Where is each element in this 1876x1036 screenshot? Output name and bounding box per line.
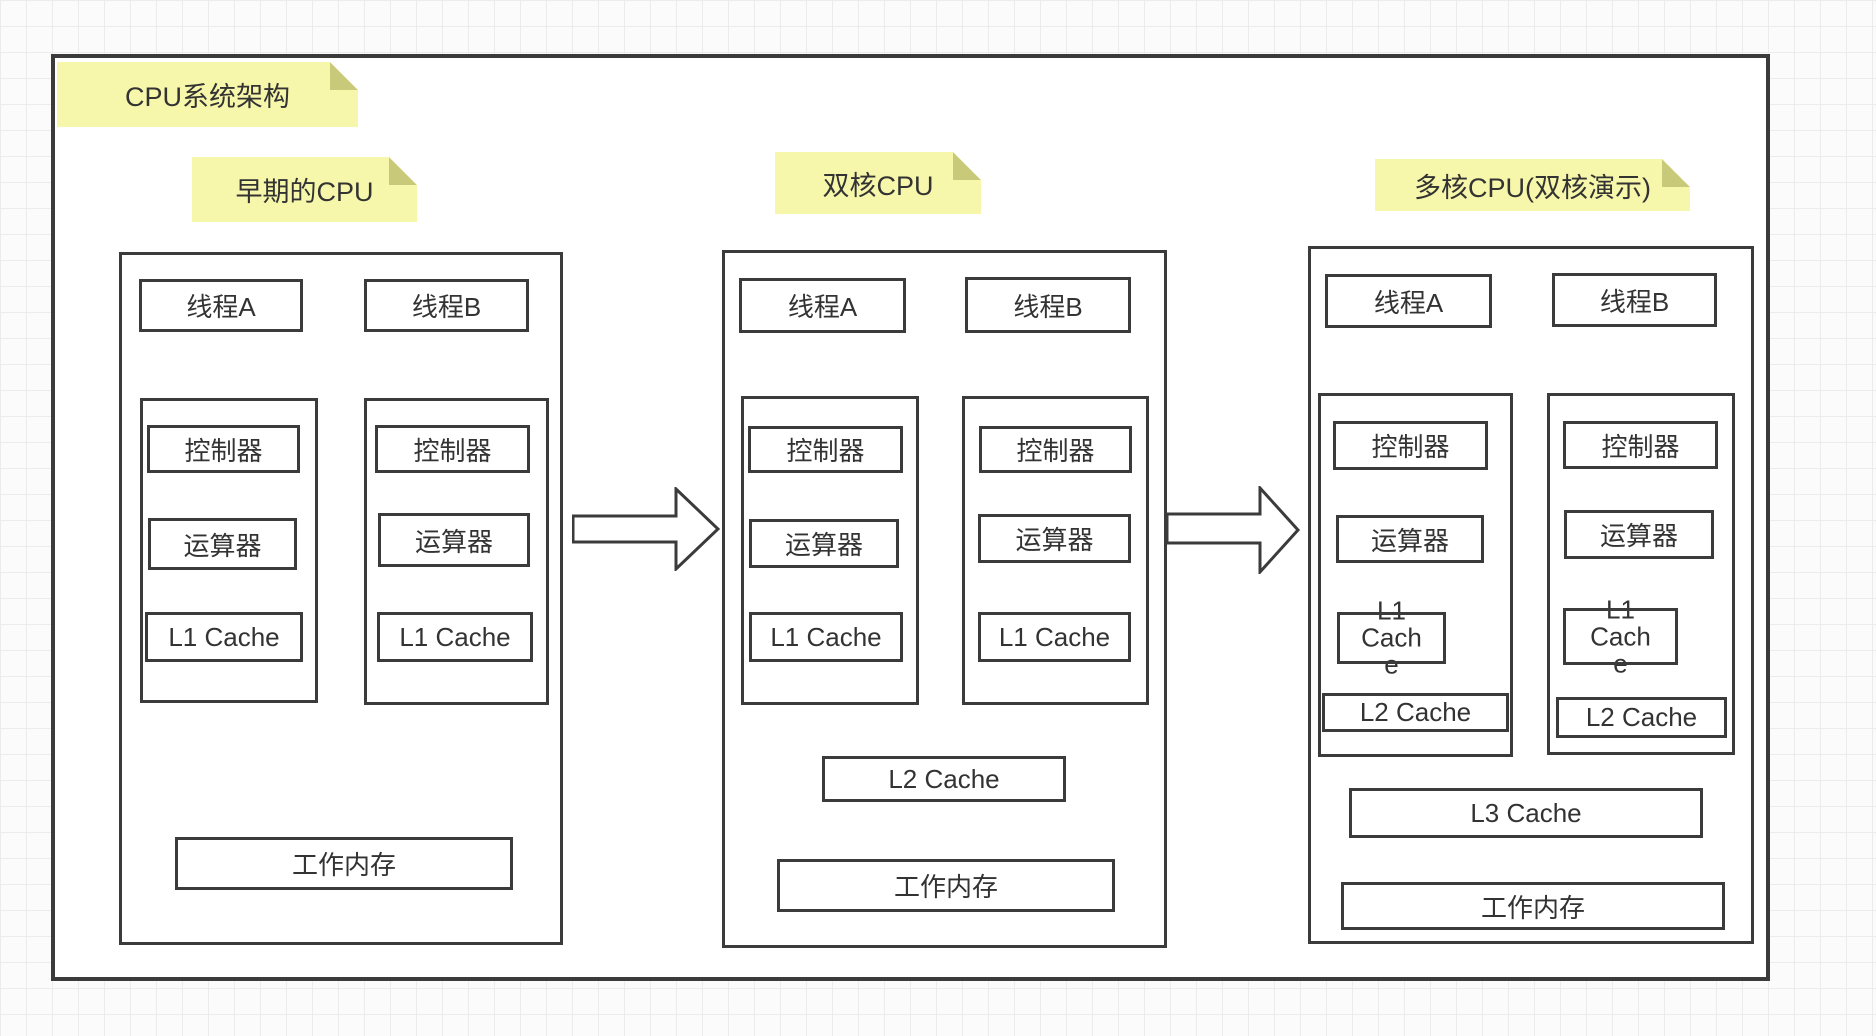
- l1-cache-border: [1563, 608, 1678, 665]
- alu-box: 运算器: [749, 519, 899, 568]
- l1-cache-box: L1 Cache: [749, 612, 903, 662]
- sticky-note-dual-core-cpu: 双核CPU: [775, 152, 981, 214]
- memory-box: 工作内存: [175, 837, 513, 890]
- sticky-note-multi-core-cpu: 多核CPU(双核演示): [1375, 159, 1690, 211]
- thread-a-box: 线程A: [1325, 274, 1492, 328]
- alu-box: 运算器: [148, 518, 297, 570]
- l1-cache-box: L1 Cache: [1337, 597, 1446, 678]
- controller-box: 控制器: [375, 425, 530, 473]
- controller-box: 控制器: [748, 426, 903, 473]
- controller-box: 控制器: [979, 426, 1132, 473]
- l1-cache-border: [1337, 612, 1446, 664]
- alu-box: 运算器: [1564, 510, 1714, 559]
- l1-cache-box: L1 Cache: [145, 612, 303, 662]
- l1-cache-label: L1 Cache: [1590, 594, 1651, 678]
- sticky-note-early-cpu-label: 早期的CPU: [235, 177, 374, 207]
- alu-box: 运算器: [978, 514, 1131, 563]
- alu-box: 运算器: [378, 513, 530, 567]
- l1-cache-box: L1 Cache: [377, 612, 533, 662]
- sticky-note-title-label: CPU系统架构: [124, 82, 290, 112]
- controller-box: 控制器: [1563, 421, 1718, 469]
- controller-box: 控制器: [1333, 421, 1488, 470]
- memory-box: 工作内存: [1341, 882, 1725, 930]
- thread-b-box: 线程B: [364, 279, 529, 332]
- sticky-note-early-cpu: 早期的CPU: [192, 157, 417, 222]
- thread-a-box: 线程A: [139, 279, 303, 332]
- thread-b-box: 线程B: [1552, 273, 1717, 327]
- block-arrow-right-icon: [572, 487, 720, 571]
- sticky-note-title: CPU系统架构: [57, 62, 358, 127]
- l2-cache-box: L2 Cache: [1322, 693, 1509, 732]
- alu-box: 运算器: [1336, 515, 1484, 563]
- l1-cache-box: L1 Cache: [978, 612, 1131, 662]
- l1-cache-label: L1 Cache: [1361, 595, 1422, 680]
- sticky-note-multi-core-cpu-label: 多核CPU(双核演示): [1414, 172, 1651, 203]
- block-arrow-right-icon: [1166, 486, 1302, 574]
- sticky-note-dual-core-cpu-label: 双核CPU: [822, 170, 934, 201]
- l2-cache-box: L2 Cache: [822, 756, 1066, 802]
- l1-cache-box: L1 Cache: [1563, 596, 1678, 677]
- l2-cache-box: L2 Cache: [1556, 697, 1727, 738]
- thread-b-box: 线程B: [965, 277, 1131, 333]
- l3-cache-box: L3 Cache: [1349, 788, 1703, 838]
- controller-box: 控制器: [147, 425, 300, 473]
- thread-a-box: 线程A: [739, 278, 906, 333]
- memory-box: 工作内存: [777, 859, 1115, 912]
